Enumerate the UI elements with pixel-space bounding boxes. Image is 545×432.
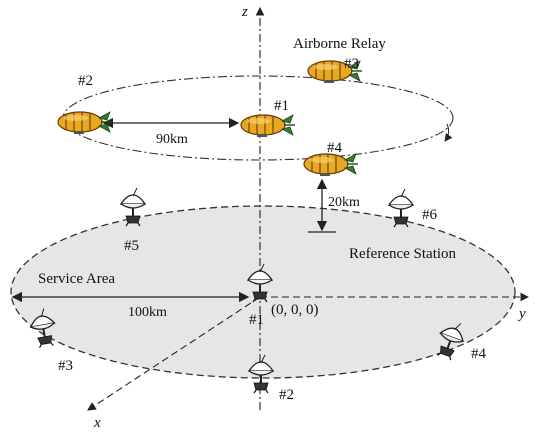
station-label-3: #3	[58, 358, 73, 374]
relay-label-2: #2	[78, 73, 93, 89]
relay-label-4: #4	[327, 140, 343, 156]
airship-icon-2	[57, 111, 113, 135]
airship-icon-4	[303, 153, 359, 177]
y-axis-label: y	[517, 306, 526, 322]
airship-icon-1	[240, 114, 296, 138]
station-label-5: #5	[124, 238, 139, 254]
dim-90km-label: 90km	[156, 132, 188, 147]
x-axis	[87, 296, 261, 411]
orbit-direction-arrow	[444, 123, 453, 142]
z-axis-label: z	[241, 4, 248, 20]
origin-label: (0, 0, 0)	[271, 302, 319, 318]
station-label-4: #4	[471, 346, 487, 362]
station-label-1: #1	[249, 312, 264, 328]
dim-20km-label: 20km	[328, 195, 360, 210]
service-area-label: Service Area	[38, 271, 115, 287]
station-label-2: #2	[279, 387, 294, 403]
airborne-relay-label: Airborne Relay	[293, 36, 386, 52]
station-label-6: #6	[422, 207, 438, 223]
x-axis-label: x	[93, 415, 101, 431]
dim-100km-label: 100km	[128, 305, 167, 320]
relay-label-3: #3	[344, 56, 359, 72]
reference-station-label: Reference Station	[349, 246, 457, 262]
relay-label-1: #1	[274, 98, 289, 114]
